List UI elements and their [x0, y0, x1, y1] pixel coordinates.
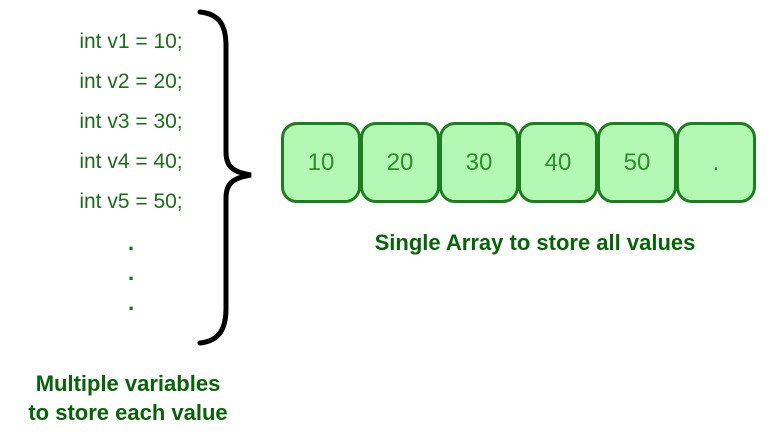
code-line-v5: int v5 = 50; [79, 190, 183, 213]
ellipsis-dot: . [127, 290, 135, 315]
ellipsis-dots: . . . [56, 228, 206, 318]
array-cell-1: 20 [360, 122, 440, 203]
code-line-v3: int v3 = 30; [79, 110, 183, 133]
code-line-v2: int v2 = 20; [79, 70, 183, 93]
array-cell-5: . [676, 122, 756, 203]
curly-brace-path [197, 9, 252, 346]
curly-brace-icon [197, 9, 252, 346]
left-caption-line-1: Multiple variables [35, 371, 221, 396]
code-block: int v1 = 10; int v2 = 20; int v3 = 30; i… [56, 22, 206, 222]
left-caption: Multiple variables to store each value [8, 369, 248, 427]
array-cell-2: 30 [439, 122, 519, 203]
array-cell-3: 40 [518, 122, 598, 203]
ellipsis-dot: . [127, 230, 135, 255]
right-caption: Single Array to store all values [374, 230, 696, 255]
left-caption-line-2: to store each value [28, 400, 228, 425]
code-line-v1: int v1 = 10; [79, 30, 183, 53]
array-row: 10 20 30 40 50 . [281, 122, 756, 203]
code-line-v4: int v4 = 40; [79, 150, 183, 173]
ellipsis-dot: . [127, 260, 135, 285]
array-cell-4: 50 [597, 122, 677, 203]
array-cell-0: 10 [281, 122, 361, 203]
